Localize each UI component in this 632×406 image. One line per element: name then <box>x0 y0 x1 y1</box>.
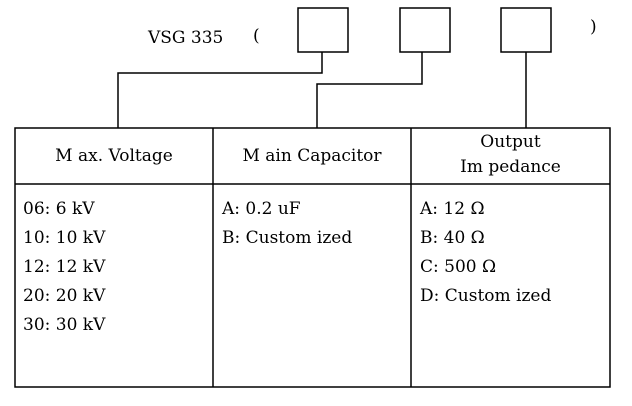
connector-voltage <box>117 52 323 128</box>
list-item: B: Custom ized <box>222 228 353 248</box>
open-paren: ( <box>253 26 260 46</box>
list-item: A: 12 Ω <box>420 199 485 219</box>
list-item: 06: 6 kV <box>23 199 95 219</box>
list-item: 30: 30 kV <box>23 315 106 335</box>
options-table <box>14 127 611 388</box>
header-output-impedance: Output Im pedance <box>411 130 610 180</box>
connector-capacitor <box>316 52 423 128</box>
header-main-capacitor: M ain Capacitor <box>242 146 382 166</box>
code-box-voltage <box>297 7 349 53</box>
header-output-line: Output <box>480 132 541 152</box>
list-item: B: 40 Ω <box>420 228 485 248</box>
header-impedance-line: Im pedance <box>460 157 561 177</box>
list-item: 20: 20 kV <box>23 286 106 306</box>
list-item: 10: 10 kV <box>23 228 106 248</box>
list-item: D: Custom ized <box>420 286 552 306</box>
header-max-voltage: M ax. Voltage <box>55 146 173 166</box>
code-box-impedance <box>500 7 552 53</box>
list-item: 12: 12 kV <box>23 257 106 277</box>
close-paren: ) <box>590 17 597 37</box>
code-box-capacitor <box>399 7 451 53</box>
list-item: A: 0.2 uF <box>222 199 301 219</box>
list-item: C: 500 Ω <box>420 257 497 277</box>
capacitor-options: A: 0.2 uF B: Custom ized <box>222 195 352 253</box>
voltage-options: 06: 6 kV 10: 10 kV 12: 12 kV 20: 20 kV 3… <box>23 195 105 340</box>
impedance-options: A: 12 Ω B: 40 Ω C: 500 Ω D: Custom ized <box>420 195 551 311</box>
model-prefix: VSG 335 <box>147 28 223 48</box>
